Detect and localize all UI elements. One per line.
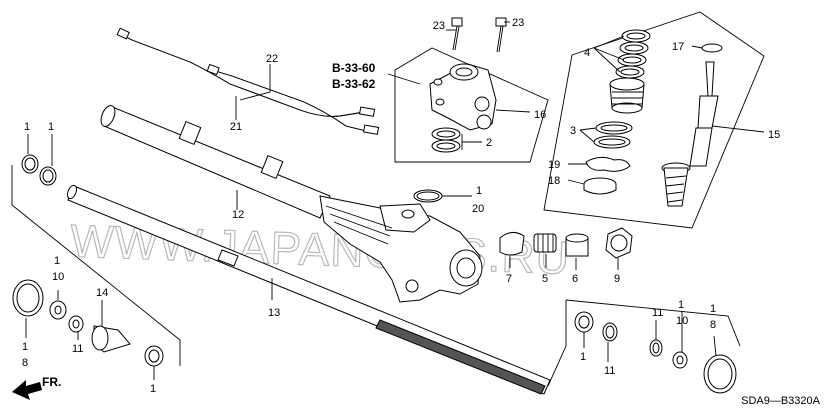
callout-15: 15	[768, 129, 780, 141]
callout-2: 2	[486, 137, 492, 149]
callout-20: 20	[472, 203, 484, 215]
callout-1-right-b: 1	[678, 299, 684, 311]
rack-housing-tube	[100, 105, 331, 219]
reference-code-2: B-33-62	[332, 77, 376, 91]
rack-guide	[499, 232, 525, 256]
callout-23-right: 23	[512, 17, 524, 29]
callout-16: 16	[534, 109, 546, 121]
valve-seal-set	[431, 127, 461, 153]
callout-10-right: 10	[676, 315, 688, 327]
pinion-shaft	[661, 61, 719, 207]
callout-1-right-a: 1	[580, 351, 586, 363]
callout-11-right-a: 11	[604, 365, 615, 377]
callout-10-left: 10	[52, 271, 64, 283]
callout-21: 21	[230, 121, 242, 133]
callout-19: 19	[548, 159, 560, 171]
callout-11-left: 11	[72, 343, 83, 355]
callout-23-left: 23	[433, 20, 445, 32]
callout-9: 9	[614, 273, 620, 285]
fr-arrow-icon: FR.	[12, 375, 61, 400]
callout-1-oring: 1	[476, 185, 482, 197]
callout-labels: 23 23 22 21 B-33-60 B-33-62 16 2 1 20 4 …	[22, 17, 780, 395]
callout-8-left: 8	[22, 357, 28, 369]
callout-3: 3	[570, 125, 576, 137]
callout-6: 6	[572, 273, 578, 285]
callout-8-right: 8	[710, 319, 716, 331]
fr-label: FR.	[42, 375, 61, 389]
pinion-rings	[593, 121, 633, 149]
diagram-code: SDA9—B3320A	[741, 395, 821, 407]
callout-5: 5	[542, 273, 548, 285]
reference-code-1: B-33-60	[332, 61, 376, 75]
gear-housing	[319, 195, 483, 303]
callout-11-right-b: 11	[652, 307, 663, 319]
callout-22: 22	[266, 53, 278, 65]
callout-1-left-d: 1	[22, 341, 28, 353]
callout-4: 4	[584, 47, 590, 59]
callout-1-left-b: 1	[48, 121, 54, 133]
pinion-seal-stack	[609, 29, 651, 114]
callout-1-left-a: 1	[24, 121, 30, 133]
valve-housing	[429, 63, 497, 131]
lock-nut	[701, 43, 723, 53]
flange-bolts	[451, 17, 507, 53]
leader-lines	[25, 21, 765, 380]
callout-17: 17	[672, 41, 684, 53]
callout-1-left-c: 1	[54, 255, 60, 267]
pinion-cap	[583, 177, 617, 195]
callout-1-left-e: 1	[150, 383, 156, 395]
assembly-frames	[11, 11, 765, 387]
right-end-parts	[574, 311, 737, 394]
adjust-screw	[565, 233, 589, 257]
callout-18: 18	[548, 175, 560, 187]
pipe-assembly-21-22	[116, 27, 380, 135]
spring	[533, 233, 557, 253]
steering-rack-bar	[66, 184, 551, 395]
lock-nut-rack-guide	[605, 227, 633, 259]
o-ring-inner	[416, 191, 440, 201]
callout-14: 14	[96, 287, 108, 299]
gasket	[585, 156, 631, 172]
callout-7: 7	[506, 273, 512, 285]
callout-1-right-c: 1	[710, 303, 716, 315]
callout-12: 12	[232, 209, 244, 221]
callout-13: 13	[268, 307, 280, 319]
